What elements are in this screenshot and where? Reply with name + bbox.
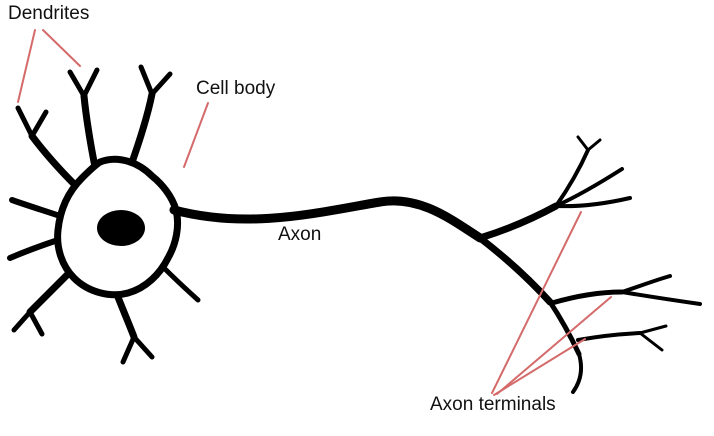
label-axon: Axon — [278, 224, 322, 245]
leader-line-terminal-middle — [496, 296, 612, 395]
dendrite-branch — [28, 132, 80, 190]
terminal-fork — [620, 274, 672, 294]
dendrite-branch — [159, 263, 201, 303]
label-cell-body: Cell body — [196, 78, 276, 99]
dendrite-fork — [15, 105, 49, 139]
leader-line-dendrites-left — [17, 29, 36, 103]
dendrite-fork — [11, 309, 45, 337]
terminal-branch — [554, 148, 590, 208]
dendrite-fork — [138, 64, 173, 97]
leader-line-dendrites-right — [42, 29, 81, 67]
terminal-fork — [638, 324, 668, 352]
terminal-fork — [576, 135, 602, 152]
dendrite-branch — [9, 197, 63, 219]
leader-line-terminal-bottom — [493, 338, 586, 396]
dendrite-branch — [126, 90, 156, 172]
terminal-branch — [554, 196, 632, 209]
terminal-branch — [576, 331, 642, 342]
label-dendrites: Dendrites — [8, 3, 90, 24]
dendrite-branch — [112, 288, 138, 341]
leader-line-cell-body — [183, 102, 209, 168]
nucleus — [97, 210, 145, 246]
dendrite-fork — [67, 67, 100, 99]
leader-lines — [17, 29, 612, 396]
axon-terminals-lower — [476, 234, 702, 394]
terminal-fork — [620, 290, 702, 306]
dendrite-branch — [26, 266, 76, 316]
dendrite-fork — [120, 334, 155, 365]
axon-fiber — [169, 196, 485, 243]
neuron-structure — [7, 64, 702, 394]
axon-terminals-upper — [476, 135, 632, 242]
terminal-branch — [476, 202, 560, 242]
terminal-branch — [476, 234, 554, 306]
terminal-branch — [554, 167, 624, 208]
label-axon-terminals: Axon terminals — [430, 394, 556, 415]
leader-line-terminal-top — [491, 211, 582, 394]
dendrite-branch — [80, 92, 100, 176]
terminal-branch — [571, 352, 583, 394]
terminal-branch — [547, 299, 582, 357]
terminal-branch — [549, 289, 625, 306]
dendrite-branch — [7, 237, 61, 261]
